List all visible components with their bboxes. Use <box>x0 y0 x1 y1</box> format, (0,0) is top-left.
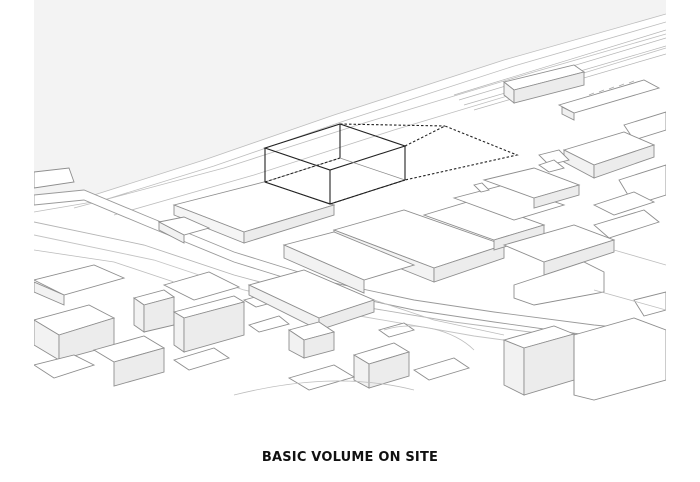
site-drawing <box>34 0 666 401</box>
buildings-waterfront <box>34 167 336 244</box>
buildings-center <box>282 159 660 306</box>
buildings-upper-right <box>503 64 666 206</box>
buildings-lower-center <box>247 269 471 391</box>
buildings-lower-right <box>502 291 666 401</box>
water-area <box>34 0 666 205</box>
buildings-lower-left <box>34 264 290 387</box>
road-network <box>34 249 666 396</box>
diagram-caption: BASIC VOLUME ON SITE <box>261 450 439 465</box>
proposed-volume-dashed <box>264 123 519 205</box>
site-axonometric-diagram <box>34 0 666 402</box>
